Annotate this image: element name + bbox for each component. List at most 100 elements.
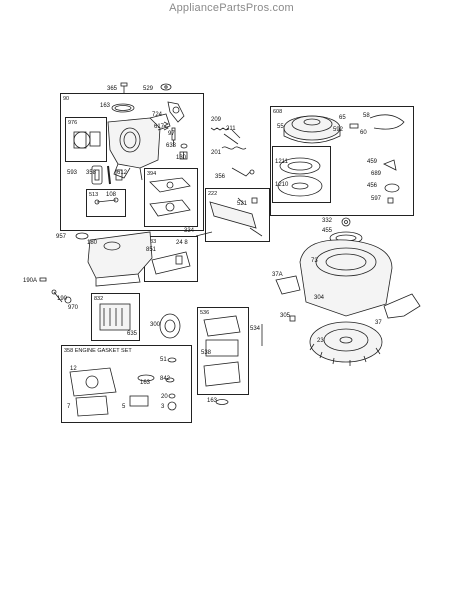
callout-970: 970 bbox=[68, 305, 79, 311]
callout-65: 65 bbox=[339, 115, 346, 121]
callout-37: 37 bbox=[375, 320, 382, 326]
choke-rod-334-icon bbox=[195, 231, 213, 237]
screw-521-icon bbox=[251, 197, 258, 204]
callout-593: 593 bbox=[67, 170, 78, 176]
callout-12: 12 bbox=[70, 366, 77, 372]
callout-521: 521 bbox=[237, 201, 248, 207]
throttle-control-icon bbox=[151, 251, 191, 275]
cylinder-head-icon bbox=[99, 303, 131, 331]
callout-334: 334 bbox=[184, 228, 195, 234]
seal-51-icon bbox=[167, 357, 177, 363]
callout-842: 842 bbox=[160, 376, 171, 382]
callout-248: 24 8 bbox=[176, 240, 188, 246]
callout-97: 97 bbox=[168, 131, 175, 137]
governor-spring-201-icon bbox=[221, 146, 247, 150]
callout-130: 130 bbox=[176, 155, 187, 161]
pulley-1211-icon bbox=[279, 157, 321, 175]
callout-51: 51 bbox=[160, 357, 167, 363]
callout-108: 108 bbox=[106, 192, 117, 198]
callout-163-lower: 163 bbox=[207, 398, 218, 404]
callout-60: 60 bbox=[360, 130, 367, 136]
blower-housing-icon bbox=[299, 239, 393, 317]
gasket-593-icon bbox=[91, 165, 103, 185]
carburetor-group-box bbox=[60, 93, 204, 231]
gasket-kit-394-icon bbox=[149, 177, 191, 217]
callout-211: 211 bbox=[226, 126, 236, 132]
air-filter-element-icon bbox=[205, 339, 239, 357]
callout-459: 459 bbox=[367, 159, 378, 165]
box-label-976: 976 bbox=[68, 120, 78, 126]
bowl-nut-130-icon bbox=[179, 151, 188, 160]
box-label-394: 394 bbox=[147, 171, 157, 177]
callout-23: 23 bbox=[317, 338, 324, 344]
rewind-spring-box bbox=[272, 146, 331, 203]
callout-201: 201 bbox=[211, 150, 222, 156]
callout-534: 534 bbox=[250, 326, 261, 332]
seal-20-icon bbox=[168, 393, 176, 399]
gasket-5-icon bbox=[129, 395, 149, 407]
flywheel-icon bbox=[309, 321, 383, 366]
carburetor-kit-box bbox=[65, 117, 107, 162]
bushing-612-icon bbox=[115, 169, 123, 181]
callout-365: 365 bbox=[107, 86, 118, 92]
callout-55: 55 bbox=[277, 124, 284, 130]
main-jet-icon bbox=[171, 127, 176, 146]
callout-332: 332 bbox=[322, 218, 333, 224]
box-label-333: 333 bbox=[147, 239, 157, 245]
retainer-456-icon bbox=[384, 183, 400, 193]
callout-633: 633 bbox=[166, 143, 177, 149]
callout-300: 300 bbox=[150, 322, 161, 328]
oring-163-gasket-icon bbox=[137, 374, 155, 382]
governor-link-211-icon bbox=[223, 129, 241, 145]
handle-592-icon bbox=[349, 123, 359, 129]
clip-529-icon bbox=[160, 83, 172, 91]
callout-597: 597 bbox=[371, 196, 382, 202]
pawl-459-icon bbox=[383, 159, 397, 171]
air-cleaner-box bbox=[197, 307, 249, 395]
screw-190-icon bbox=[51, 289, 63, 303]
pulley-1210-icon bbox=[277, 175, 323, 197]
seal-842-icon bbox=[165, 377, 175, 383]
gasket-12-icon bbox=[69, 367, 117, 397]
engine-gasket-set-box bbox=[61, 345, 192, 423]
seal-358-icon bbox=[107, 165, 111, 185]
choke-shaft-icon bbox=[94, 197, 119, 205]
callout-592: 592 bbox=[333, 127, 344, 133]
muffler-300-icon bbox=[159, 313, 181, 339]
gasket-7-icon bbox=[75, 395, 109, 417]
callout-305: 305 bbox=[280, 313, 291, 319]
float-bowl-icon bbox=[73, 131, 101, 149]
box-label-536: 536 bbox=[200, 310, 210, 316]
fuel-tank-icon bbox=[87, 231, 153, 287]
choke-shaft-kit-box bbox=[86, 189, 126, 217]
intake-pipe-724-icon bbox=[167, 101, 185, 123]
callout-1211: 1211 bbox=[275, 159, 288, 165]
callout-7: 7 bbox=[67, 404, 71, 410]
rewind-starter-icon bbox=[283, 115, 341, 144]
control-bracket-222-icon bbox=[209, 197, 263, 237]
fuel-line-190A-icon bbox=[39, 277, 47, 282]
callout-358: 358 bbox=[86, 170, 97, 176]
box-label-90: 90 bbox=[63, 96, 70, 102]
callout-304: 304 bbox=[314, 295, 325, 301]
gasket-set-title: 358 ENGINE GASKET SET bbox=[64, 348, 132, 354]
callout-689: 689 bbox=[371, 171, 382, 177]
washer-633-icon bbox=[180, 143, 188, 149]
callout-163: 163 bbox=[100, 103, 111, 109]
screw-305-icon bbox=[289, 315, 296, 322]
air-guide-37A-icon bbox=[275, 275, 301, 295]
clamp-970-icon bbox=[64, 296, 72, 304]
seal-3-icon bbox=[167, 401, 177, 411]
callout-58: 58 bbox=[363, 113, 370, 119]
callout-190: 190 bbox=[57, 296, 68, 302]
site-watermark: AppliancePartsPros.com bbox=[169, 2, 294, 14]
callout-3: 3 bbox=[161, 404, 165, 410]
screw-597-icon bbox=[387, 197, 394, 204]
air-guide-37-icon bbox=[383, 293, 421, 319]
nut-332-icon bbox=[341, 217, 351, 227]
screw-365-icon bbox=[120, 82, 128, 93]
callout-209: 209 bbox=[211, 117, 222, 123]
callout-20: 20 bbox=[161, 394, 168, 400]
box-label-513: 513 bbox=[89, 192, 99, 198]
